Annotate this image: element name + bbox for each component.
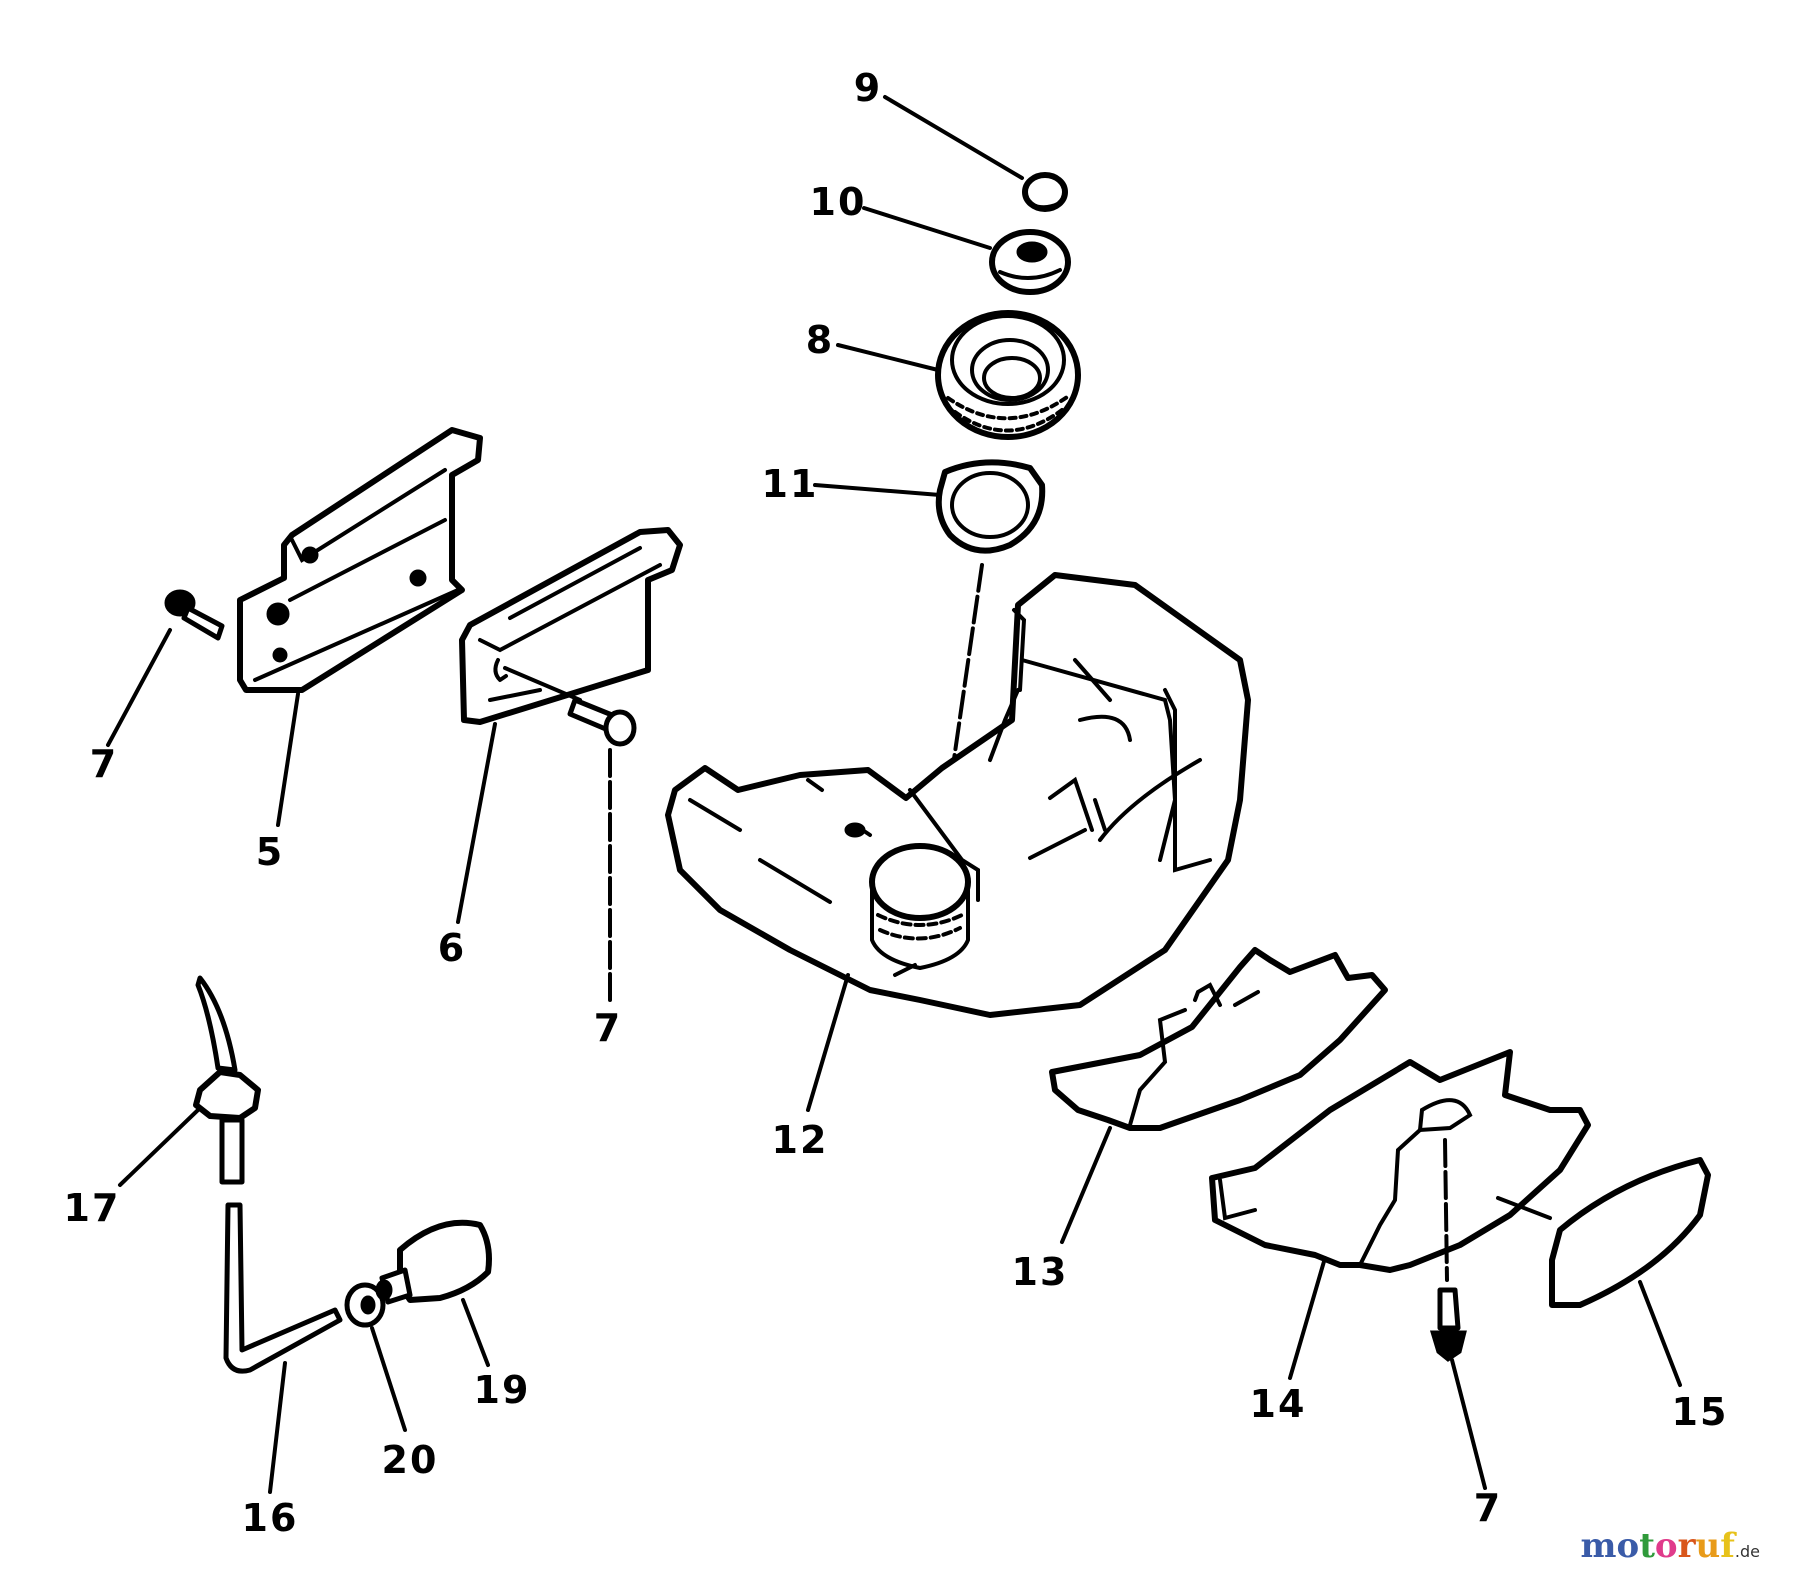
watermark-letter: o [1616, 1526, 1640, 1566]
part-10-vent-cap [862, 206, 1071, 295]
callout-11: 11 [761, 462, 819, 506]
part-13-tank-cover [1049, 947, 1388, 1244]
callout-15: 15 [1671, 1390, 1729, 1434]
part-11-gasket [813, 459, 1046, 872]
callout-8: 8 [805, 318, 835, 362]
part-15-rubber-pad [1496, 1157, 1711, 1387]
watermark-letter: r [1677, 1526, 1696, 1566]
motoruf-watermark: motoruf.de [1581, 1529, 1760, 1563]
callout-7-middle: 7 [593, 1006, 623, 1050]
callout-13: 13 [1011, 1250, 1069, 1294]
callout-19: 19 [473, 1368, 531, 1412]
part-7-screw-bottom [1429, 1287, 1487, 1490]
callout-14: 14 [1249, 1382, 1307, 1426]
part-7-screw-middle [567, 697, 637, 1007]
callout-5: 5 [255, 830, 285, 874]
part-5-mounting-bracket [237, 427, 483, 827]
watermark-letter: t [1639, 1526, 1655, 1566]
callout-20: 20 [381, 1438, 439, 1482]
callout-6: 6 [437, 926, 467, 970]
callout-17: 17 [63, 1186, 121, 1230]
part-9-cap-insert [883, 95, 1068, 212]
part-8-fuel-cap [836, 310, 1081, 440]
part-6-bracket [456, 527, 683, 924]
watermark-letter: u [1695, 1526, 1721, 1566]
callout-7-left: 7 [89, 742, 119, 786]
part-16-fuel-pipe [223, 1202, 343, 1494]
callout-16: 16 [241, 1496, 299, 1540]
watermark-letter: o [1654, 1526, 1678, 1566]
part-14-tank-bracket [1209, 1049, 1591, 1380]
watermark-letter: m [1580, 1526, 1617, 1566]
watermark-suffix: .de [1734, 1542, 1760, 1561]
part-12-fuel-tank [665, 572, 1251, 1112]
callout-9: 9 [853, 66, 883, 110]
part-7-screw-left [106, 589, 225, 747]
part-20-washer [344, 1282, 407, 1432]
callout-12: 12 [771, 1118, 829, 1162]
callout-10: 10 [809, 180, 867, 224]
part-17-fuel-line-joint [118, 975, 261, 1187]
part-19-fuel-filter [375, 1219, 492, 1367]
watermark-letter: f [1720, 1526, 1735, 1566]
callout-7-bottom: 7 [1473, 1486, 1503, 1530]
